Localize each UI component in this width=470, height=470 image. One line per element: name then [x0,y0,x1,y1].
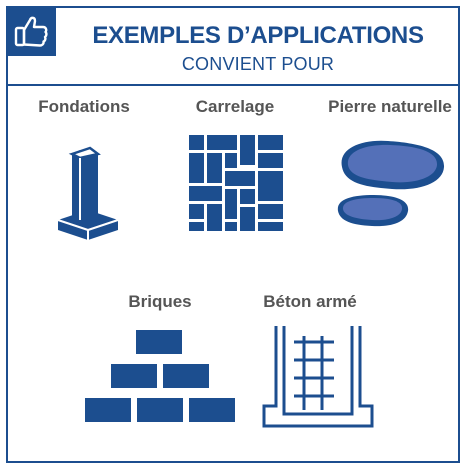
bricks-icon [85,330,235,422]
page-title: EXEMPLES D’APPLICATIONS [92,22,424,49]
thumbs-up-icon [14,16,48,47]
card-frame [6,6,460,463]
page-subtitle: CONVIENT POUR [181,54,335,74]
tiling-icon [189,135,283,231]
header-badge [6,6,56,56]
label-carrelage: Carrelage [195,97,275,116]
natural-stone-icon [337,140,445,227]
label-beton-arme: Béton armé [263,292,357,311]
label-fondations: Fondations [38,97,130,116]
foundation-icon [57,146,119,240]
header-divider [6,84,460,86]
reinforced-concrete-icon [262,326,374,428]
label-briques: Briques [128,292,192,311]
label-pierre-naturelle: Pierre naturelle [328,97,452,116]
